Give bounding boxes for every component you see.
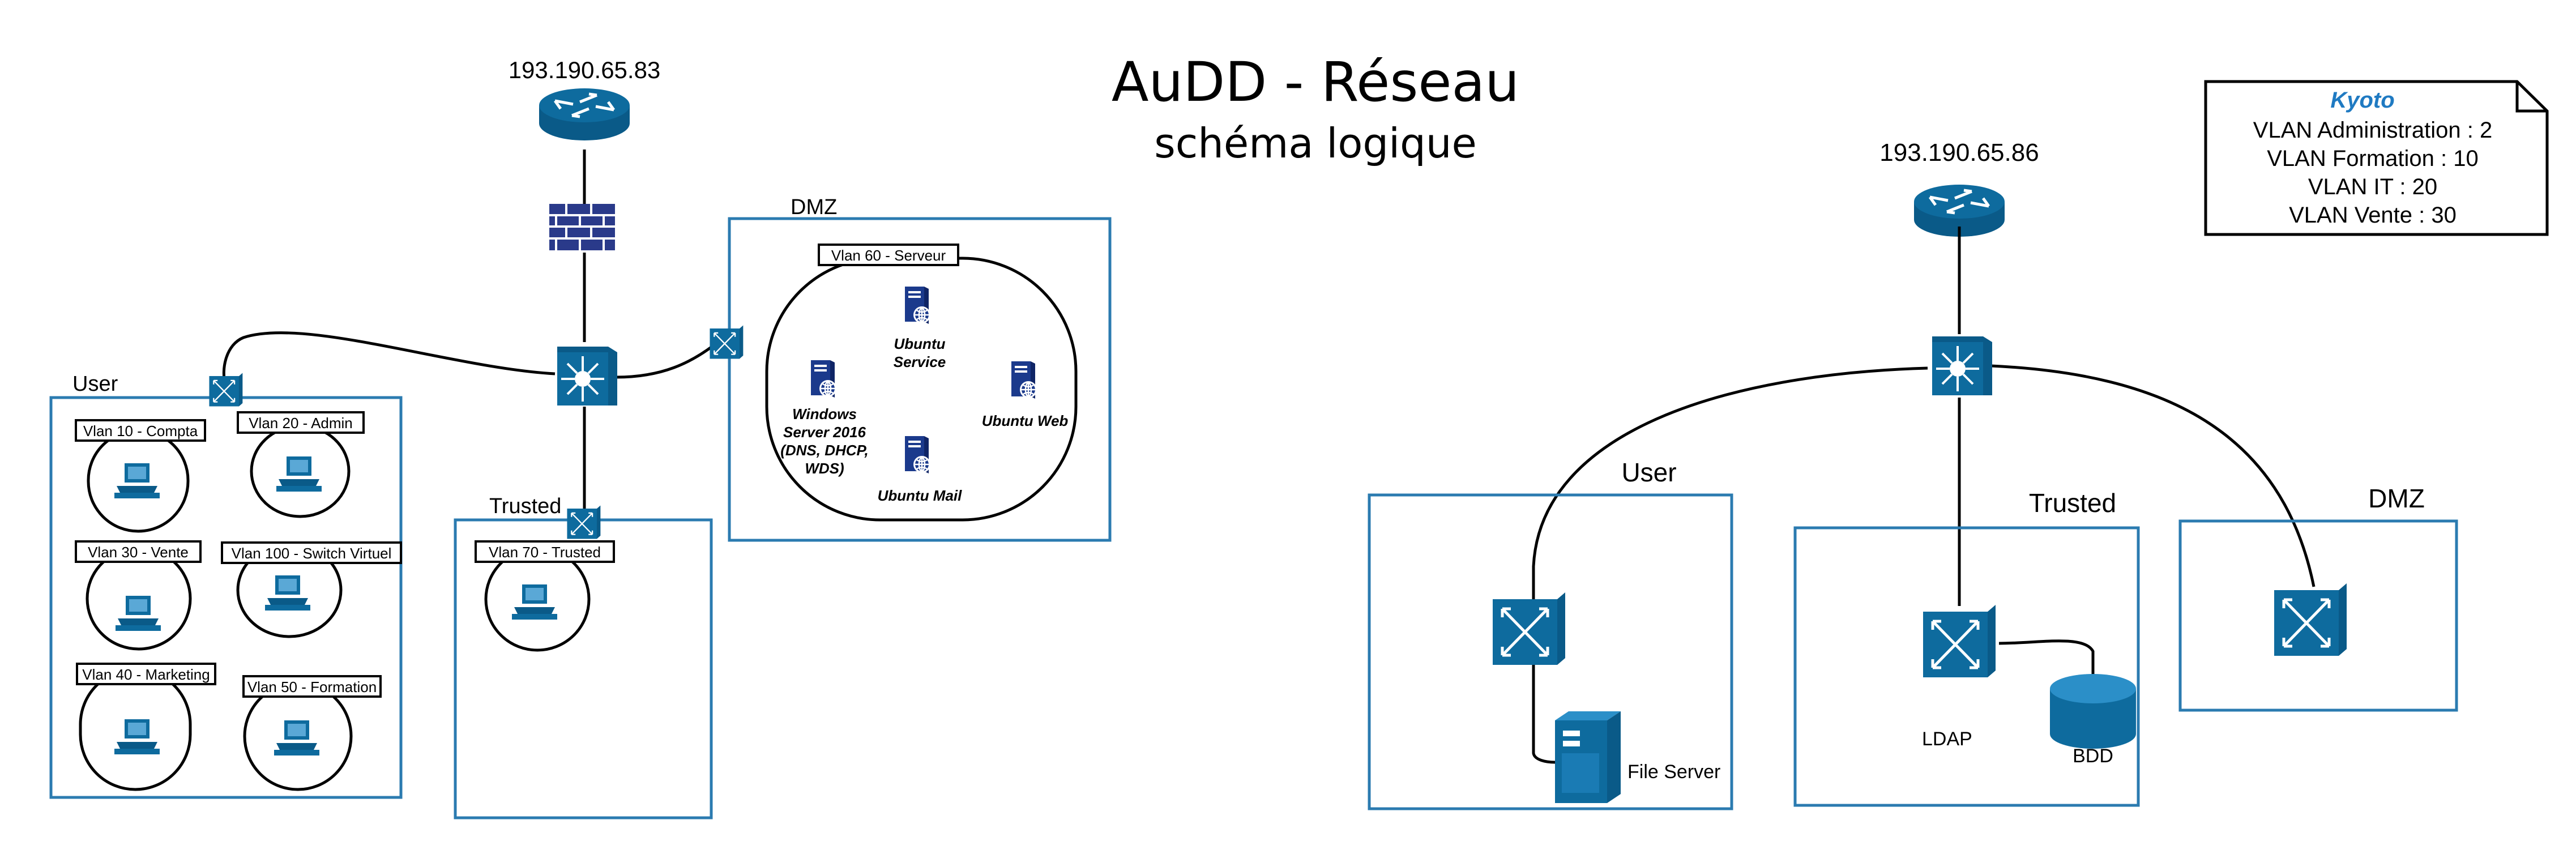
switch-icon — [208, 372, 243, 407]
core-switch-icon — [556, 345, 618, 407]
link-switch-bdd — [1998, 639, 2095, 677]
vlan-label-box — [76, 663, 216, 685]
workstation-icon — [116, 596, 161, 631]
vlan-label-box — [237, 411, 365, 434]
zone-user — [1368, 493, 1733, 810]
note-title: Kyoto — [2330, 88, 2394, 113]
note-line: VLAN Formation : 10 — [2267, 146, 2479, 171]
link-core-user — [1532, 366, 1928, 600]
server-icon — [810, 359, 838, 399]
server-label: Service — [894, 353, 946, 370]
vlan-label: Vlan 60 - Serveur — [831, 247, 946, 264]
page-title: AuDD - Réseau — [1112, 50, 1519, 114]
note-line: VLAN Administration : 2 — [2253, 118, 2492, 143]
file-server-label: File Server — [1627, 761, 1720, 783]
vlan-label: Vlan 70 - Trusted — [489, 544, 601, 561]
zone-dmz-label: DMZ — [2368, 484, 2425, 513]
bdd-label: BDD — [2073, 745, 2113, 767]
workstation-icon — [512, 584, 557, 620]
vlan-label: Vlan 20 - Admin — [249, 415, 353, 432]
vlan-label: Vlan 100 - Switch Virtuel — [232, 545, 392, 562]
vlan-label: Vlan 40 - Marketing — [82, 666, 210, 683]
server-label: Server 2016 — [783, 424, 866, 441]
link-switch-fileserver — [1532, 663, 1556, 764]
server-label: (DNS, DHCP, — [780, 442, 869, 459]
server-label: Windows — [792, 405, 857, 422]
workstation-icon — [265, 575, 310, 611]
ldap-label: LDAP — [1922, 728, 1972, 750]
zone-trusted — [454, 518, 713, 819]
vlan-label: Vlan 30 - Vente — [88, 544, 189, 561]
router-icon — [539, 88, 630, 140]
database-icon — [2050, 674, 2136, 749]
zone-user-label: User — [1621, 458, 1676, 487]
vlan-label-box — [75, 540, 202, 563]
kyoto-note: Kyoto VLAN Administration : 2 VLAN Forma… — [2204, 80, 2549, 236]
vlan-label-box — [242, 675, 382, 698]
note-line: VLAN IT : 20 — [2308, 174, 2437, 199]
server-label: WDS) — [805, 460, 844, 477]
server-icon — [904, 435, 932, 475]
server-icon — [904, 285, 932, 325]
zone-user — [49, 396, 403, 799]
page-subtitle: schéma logique — [1154, 119, 1477, 167]
router-ip: 193.190.65.83 — [509, 57, 661, 83]
zone-trusted-label: Trusted — [2029, 488, 2116, 518]
server-label: Ubuntu — [894, 335, 946, 352]
workstation-icon — [114, 463, 160, 498]
core-switch-icon — [1931, 335, 1993, 396]
switch-icon — [1493, 592, 1565, 665]
vlan-label: Vlan 10 - Compta — [83, 422, 198, 439]
workstation-icon — [276, 456, 322, 492]
workstation-icon — [114, 719, 160, 754]
zone-dmz — [728, 217, 1112, 542]
firewall-icon — [549, 204, 615, 250]
vlan-label-box — [818, 244, 959, 266]
link-core-dmz — [1990, 364, 2316, 587]
note-line: VLAN Vente : 30 — [2289, 203, 2457, 228]
vlan-label-box — [75, 419, 206, 442]
vlan-label-box — [221, 541, 402, 564]
server-icon — [1010, 360, 1038, 400]
switch-icon — [2274, 583, 2347, 656]
link-core-user — [222, 331, 556, 386]
switch-icon — [566, 505, 601, 540]
switch-icon — [709, 325, 744, 360]
zone-trusted-label: Trusted — [489, 494, 561, 518]
server-label: Ubuntu Web — [982, 412, 1069, 429]
zone-user-label: User — [72, 372, 118, 396]
router-ip: 193.190.65.86 — [1879, 139, 2039, 167]
zone-dmz — [2178, 519, 2458, 712]
link-core-dmz — [616, 344, 715, 379]
zone-trusted — [1793, 526, 2140, 807]
zone-dmz-label: DMZ — [791, 195, 837, 219]
server-label: Ubuntu Mail — [878, 487, 963, 504]
vlan-label: Vlan 50 - Formation — [247, 678, 377, 695]
file-server-icon — [1555, 711, 1621, 803]
switch-icon — [1923, 605, 1996, 677]
vlan-label-box — [475, 540, 615, 563]
workstation-icon — [274, 720, 319, 755]
